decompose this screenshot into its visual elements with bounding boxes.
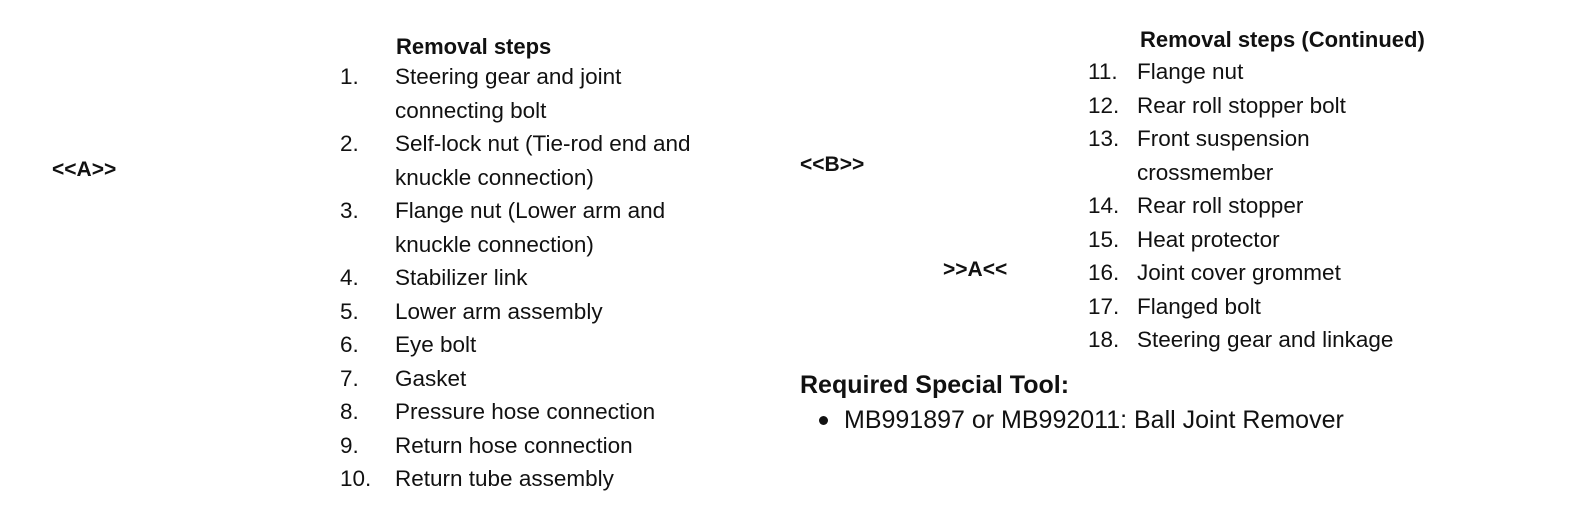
step-text-line: connecting bolt <box>395 97 547 123</box>
step-text-line: knuckle connection) <box>395 164 594 190</box>
step-number: 8. <box>340 399 359 424</box>
step-text: Steering gear and linkage <box>1137 323 1393 357</box>
step-text-line: Return tube assembly <box>395 466 614 491</box>
removal-steps-heading: Removal steps <box>396 34 552 59</box>
step-number: 3. <box>340 198 359 223</box>
step-item: 16. Joint cover grommet <box>1088 256 1393 290</box>
step-item: 8. Pressure hose connection <box>340 395 691 429</box>
step-text-line: Heat protector <box>1137 226 1280 252</box>
marker-a-removal: <<A>> <box>52 158 117 181</box>
step-number: 9. <box>340 432 359 458</box>
step-text-line: knuckle connection) <box>395 231 594 257</box>
step-text-line: Flange nut <box>1137 59 1244 84</box>
step-number: 13. <box>1088 126 1120 151</box>
step-text: Flanged bolt <box>1137 290 1261 324</box>
step-number: 5. <box>340 298 359 324</box>
step-number: 6. <box>340 332 359 357</box>
step-number: 4. <box>340 265 359 290</box>
step-text-line: Eye bolt <box>395 332 477 357</box>
step-text-line: Steering gear and joint <box>395 64 622 89</box>
step-item: 10. Return tube assembly <box>340 462 691 496</box>
step-item: 15. Heat protector <box>1088 223 1393 257</box>
step-number: 17. <box>1088 293 1120 319</box>
step-item: 6. Eye bolt <box>340 328 691 362</box>
step-number: 16. <box>1088 260 1120 285</box>
removal-steps-continued-list: 11. Flange nut 12. Rear roll stopper bolt 13… <box>1088 55 1393 357</box>
step-text-line: Rear roll stopper bolt <box>1137 92 1346 118</box>
step-item: 12. Rear roll stopper bolt <box>1088 89 1393 123</box>
step-text-line: Lower arm assembly <box>395 298 603 324</box>
step-text: Heat protector <box>1137 223 1280 257</box>
step-item: 4. Stabilizer link <box>340 261 691 295</box>
step-item: 5. Lower arm assembly <box>340 295 691 329</box>
special-tool-list: MB991897 or MB992011: Ball Joint Remover <box>815 405 1344 435</box>
step-text-line: Rear roll stopper <box>1137 193 1304 218</box>
step-text-line: Joint cover grommet <box>1137 260 1341 285</box>
step-item: 9. Return hose connection <box>340 429 691 463</box>
step-text: Pressure hose connection <box>395 395 655 429</box>
step-text-line: Return hose connection <box>395 432 633 458</box>
step-number: 12. <box>1088 92 1120 118</box>
removal-steps-list: 1. Steering gear and joint connecting bolt… <box>340 60 691 496</box>
step-item: 14. Rear roll stopper <box>1088 189 1393 223</box>
step-text: Flange nut (Lower arm and knuckle connect… <box>395 194 665 261</box>
step-text: Front suspension crossmember <box>1137 122 1310 189</box>
step-number: 1. <box>340 64 359 89</box>
step-text: Joint cover grommet <box>1137 256 1341 290</box>
step-item: 13. Front suspension crossmember <box>1088 122 1393 189</box>
step-item: 2. Self-lock nut (Tie-rod end and knuckle … <box>340 127 691 194</box>
step-number: 2. <box>340 131 359 156</box>
step-text: Steering gear and joint connecting bolt <box>395 60 621 127</box>
step-text: Rear roll stopper <box>1137 189 1303 223</box>
step-text: Flange nut <box>1137 55 1243 89</box>
step-text-line: Steering gear and linkage <box>1137 327 1394 352</box>
marker-a-install: >>A<< <box>943 258 1008 281</box>
step-text: Return tube assembly <box>395 462 614 496</box>
step-text: Rear roll stopper bolt <box>1137 89 1346 123</box>
step-text-line: Self-lock nut (Tie-rod end and <box>395 131 691 156</box>
step-item: 3. Flange nut (Lower arm and knuckle conne… <box>340 194 691 261</box>
step-text-line: crossmember <box>1137 159 1274 185</box>
special-tool-title: Required Special Tool: <box>800 371 1070 399</box>
step-item: 7. Gasket <box>340 362 691 396</box>
step-number: 15. <box>1088 226 1120 252</box>
special-tool-text: MB991897 or MB992011: Ball Joint Remover <box>844 406 1344 434</box>
step-text: Lower arm assembly <box>395 295 603 329</box>
special-tool-item: MB991897 or MB992011: Ball Joint Remover <box>815 405 1344 435</box>
step-number: 11. <box>1088 59 1118 84</box>
step-number: 7. <box>340 365 359 391</box>
step-number: 10. <box>340 466 372 491</box>
removal-steps-continued-heading: Removal steps (Continued) <box>1140 27 1425 52</box>
step-item: 1. Steering gear and joint connecting bolt <box>340 60 691 127</box>
step-text: Self-lock nut (Tie-rod end and knuckle co… <box>395 127 691 194</box>
step-item: 11. Flange nut <box>1088 55 1393 89</box>
step-text-line: Front suspension <box>1137 126 1310 151</box>
step-text-line: Pressure hose connection <box>395 399 656 424</box>
step-number: 14. <box>1088 193 1120 218</box>
step-text-line: Stabilizer link <box>395 265 528 290</box>
step-text: Return hose connection <box>395 429 633 463</box>
step-text: Gasket <box>395 362 466 396</box>
step-text-line: Flange nut (Lower arm and <box>395 198 666 223</box>
step-text: Stabilizer link <box>395 261 528 295</box>
step-text-line: Flanged bolt <box>1137 293 1261 319</box>
step-text: Eye bolt <box>395 328 476 362</box>
step-text-line: Gasket <box>395 365 467 391</box>
bullet-icon <box>819 415 828 425</box>
step-item: 17. Flanged bolt <box>1088 290 1393 324</box>
step-number: 18. <box>1088 327 1120 352</box>
step-item: 18. Steering gear and linkage <box>1088 323 1393 357</box>
marker-b-removal: <<B>> <box>800 153 865 176</box>
